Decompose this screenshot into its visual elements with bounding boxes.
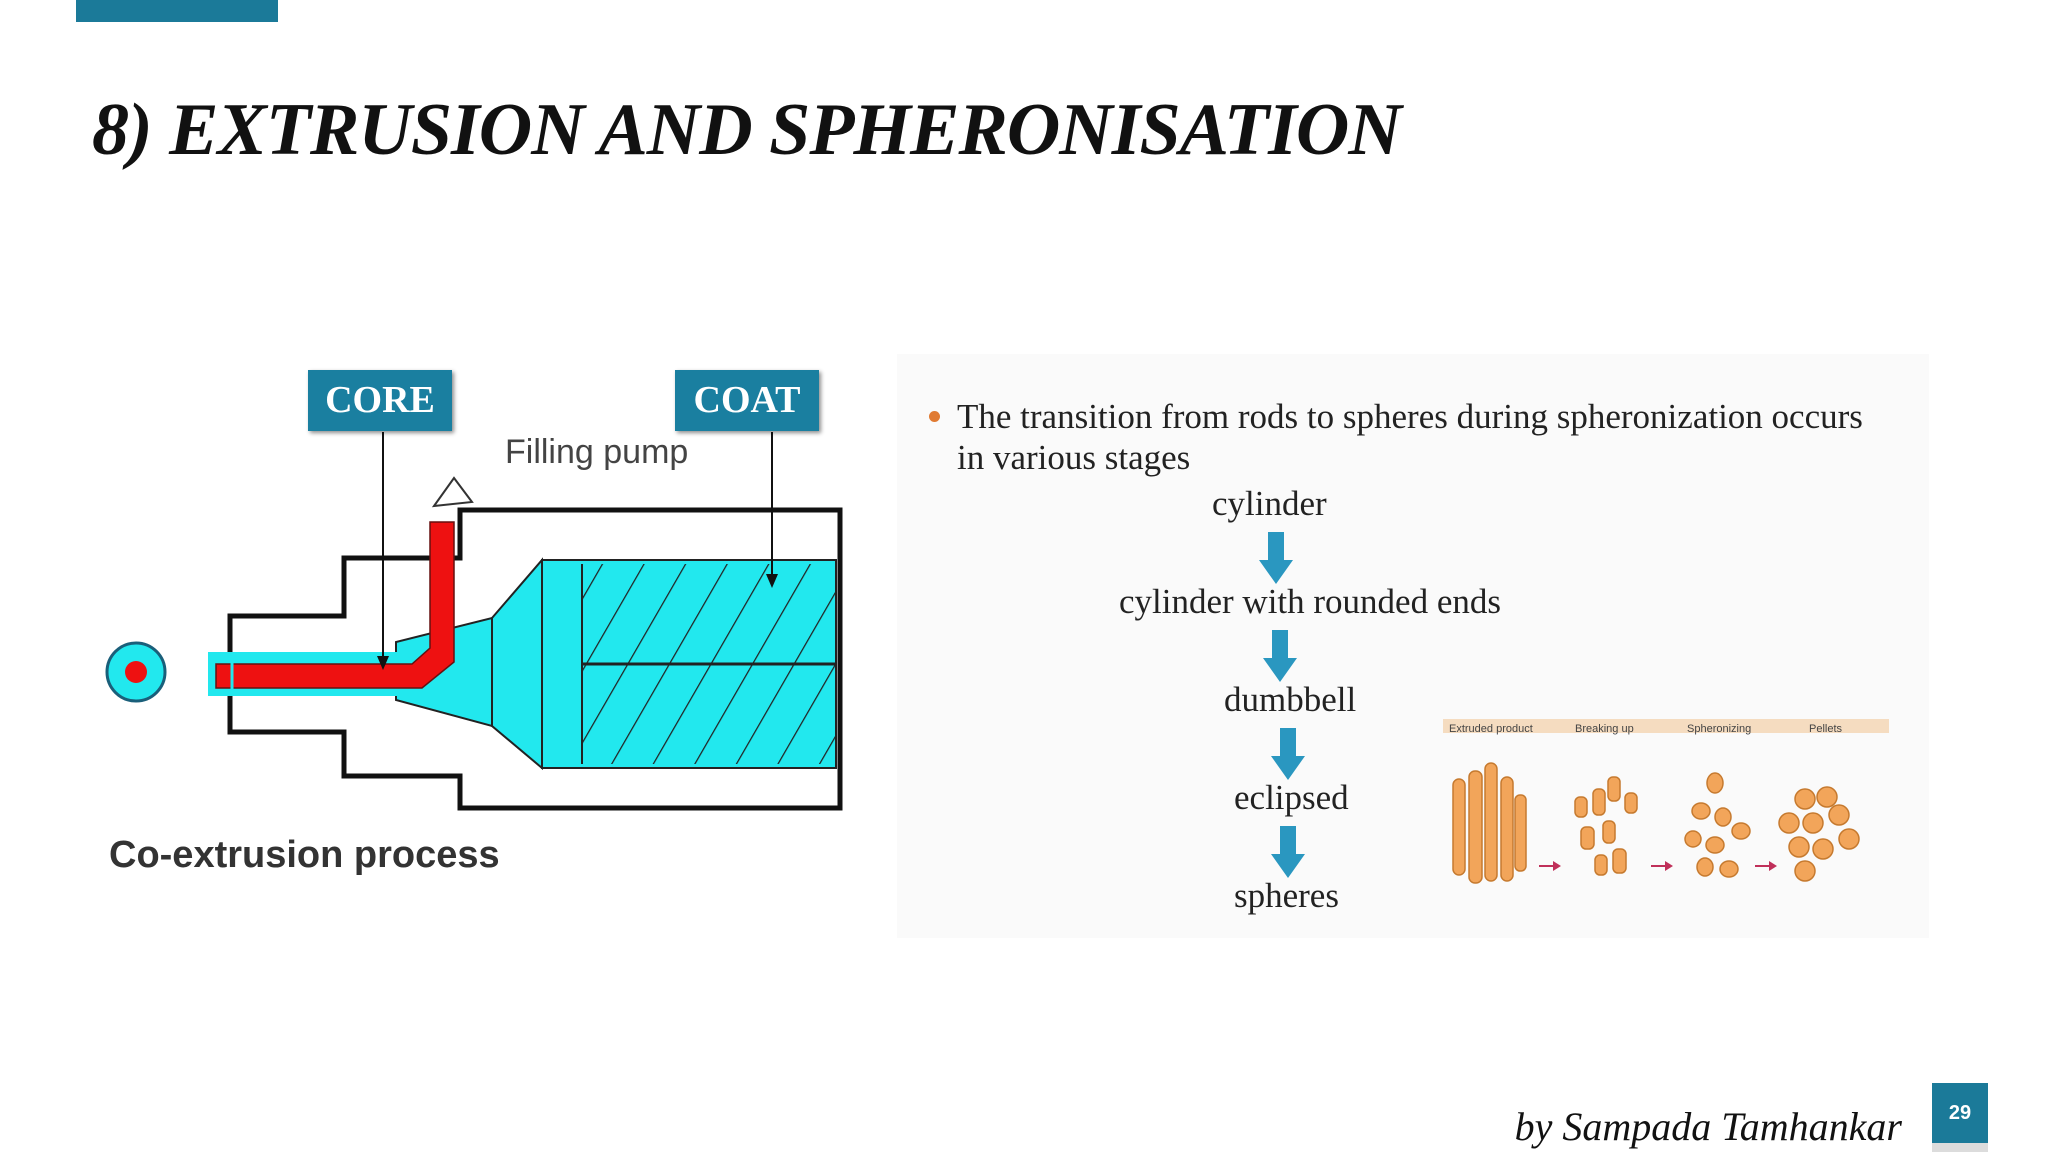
author-credit: by Sampada Tamhankar	[1514, 1104, 1902, 1149]
stage-spheres: spheres	[1234, 876, 1339, 915]
slide-title: 8) EXTRUSION AND SPHERONISATION	[92, 89, 1402, 171]
illus-label-breaking: Breaking up	[1575, 723, 1634, 735]
co-extrusion-diagram	[96, 360, 856, 830]
illus-label-pellets: Pellets	[1809, 723, 1843, 735]
coat-callout: COAT	[675, 370, 819, 431]
stage-dumbbell: dumbbell	[1224, 680, 1357, 719]
stage-eclipsed: eclipsed	[1234, 778, 1349, 817]
pellets	[1778, 786, 1860, 882]
core-callout: CORE	[308, 370, 452, 431]
broken-rods	[1574, 776, 1638, 876]
extruded-rods	[1452, 762, 1527, 884]
page-number-badge: 29	[1932, 1083, 1988, 1143]
down-arrow-icon	[1271, 728, 1305, 780]
core-material	[215, 521, 455, 692]
page-number-footer	[1932, 1143, 1988, 1152]
spheronization-panel: The transition from rods to spheres duri…	[897, 354, 1929, 938]
stage-cylinder: cylinder	[1212, 484, 1327, 523]
filling-pump-label: Filling pump	[505, 433, 689, 471]
stage-cylinder-rounded-ends: cylinder with rounded ends	[1119, 582, 1501, 621]
down-arrow-icon	[1271, 826, 1305, 878]
illus-label-extruded: Extruded product	[1449, 723, 1533, 735]
process-arrows	[1539, 861, 1777, 871]
down-arrow-icon	[1263, 630, 1297, 682]
top-accent-bar	[76, 0, 278, 22]
filling-pump-icon	[431, 476, 474, 508]
down-arrow-icon	[1259, 532, 1293, 584]
spheronization-illustration: Extruded product Breaking up Spheronizin…	[1443, 719, 1889, 929]
bullet-dot-icon	[929, 411, 940, 422]
nozzle-end-view	[105, 641, 167, 703]
bullet-text: The transition from rods to spheres duri…	[957, 397, 1863, 477]
bullet-point: The transition from rods to spheres duri…	[929, 396, 1877, 478]
illus-label-spheronizing: Spheronizing	[1687, 723, 1752, 735]
spheronizing-particles	[1684, 772, 1751, 878]
co-extrusion-caption: Co-extrusion process	[109, 834, 500, 876]
